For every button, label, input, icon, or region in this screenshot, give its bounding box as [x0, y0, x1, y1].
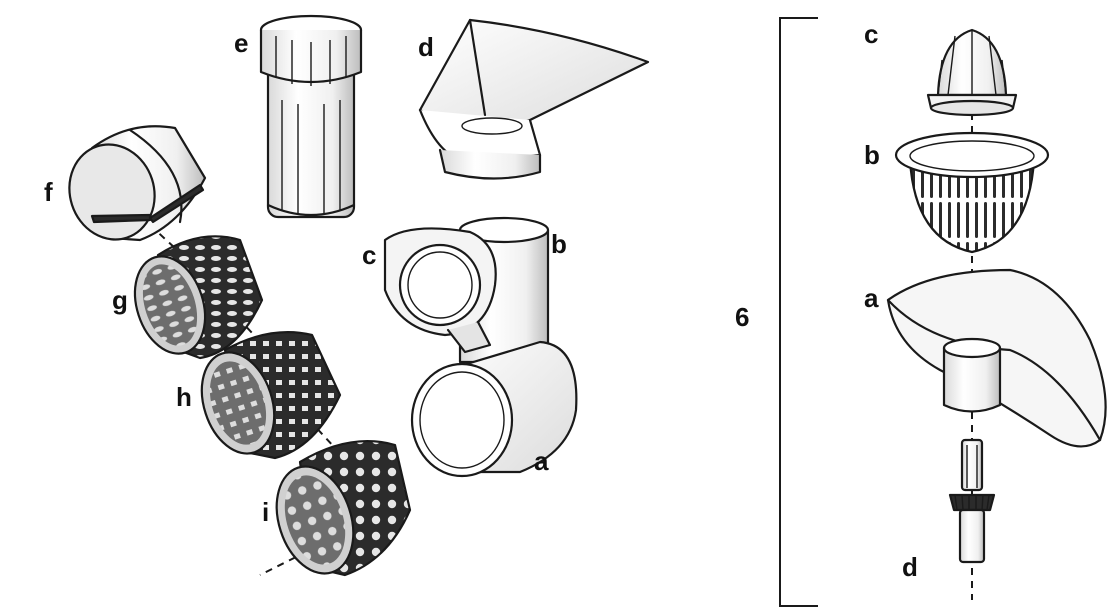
label-left-d: d: [418, 32, 434, 62]
label-left-c: c: [362, 240, 376, 270]
label-left-e: e: [234, 28, 248, 58]
label-right-b: b: [864, 140, 880, 170]
drum-i-part: [275, 440, 412, 577]
label-left-a: a: [534, 446, 549, 476]
label-left-b: b: [551, 229, 567, 259]
label-left-i: i: [262, 497, 269, 527]
strainer-basket-part: [894, 131, 1050, 254]
assembly-axis-left: [149, 224, 506, 576]
label-left-h: h: [176, 382, 192, 412]
group-number-label: 6: [735, 302, 749, 332]
reamer-cone-part: [926, 28, 1018, 117]
drive-shaft-part: [948, 438, 996, 564]
pusher-part: [259, 14, 363, 219]
label-left-g: g: [112, 285, 128, 315]
juice-bowl-part: [886, 268, 1107, 448]
housing-part: [383, 216, 578, 478]
group-bracket: [779, 17, 818, 607]
hopper-tray-part: [418, 18, 650, 180]
drum-h-part: [200, 331, 342, 460]
drum-f-part: [68, 125, 207, 242]
drum-g-part: [133, 235, 264, 360]
label-right-c: c: [864, 19, 878, 49]
label-left-f: f: [44, 177, 53, 207]
label-right-d: d: [902, 552, 918, 582]
label-right-a: a: [864, 283, 879, 313]
